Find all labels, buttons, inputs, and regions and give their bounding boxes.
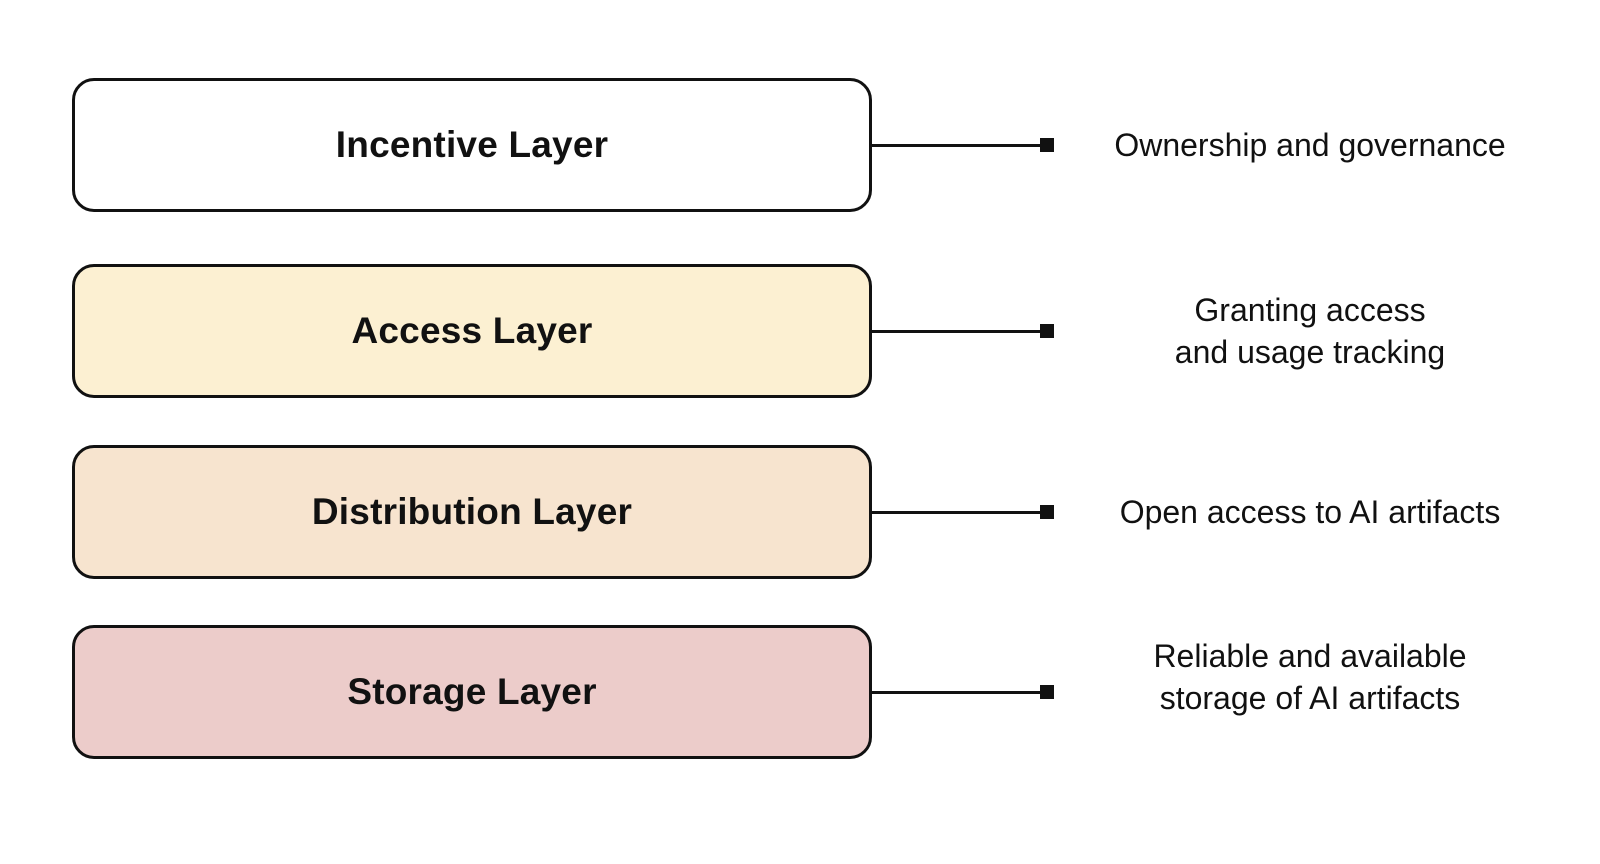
access-description-line-1: Granting access: [1194, 292, 1426, 328]
storage-layer-description: Reliable and available storage of AI art…: [1080, 635, 1540, 719]
incentive-layer-label: Incentive Layer: [335, 124, 609, 165]
access-description-line-2: and usage tracking: [1174, 334, 1446, 370]
incentive-connector-end: [1040, 138, 1054, 152]
incentive-description-line-1: Ownership and governance: [1114, 127, 1506, 163]
distribution-description-line-1: Open access to AI artifacts: [1119, 494, 1501, 530]
access-layer-box: Access Layer: [72, 264, 872, 398]
access-connector-end: [1040, 324, 1054, 338]
access-layer-label: Access Layer: [351, 310, 593, 351]
storage-connector-line: [872, 691, 1042, 694]
incentive-layer-description: Ownership and governance: [1080, 124, 1540, 166]
storage-layer-label: Storage Layer: [347, 671, 597, 712]
distribution-layer-label: Distribution Layer: [311, 491, 633, 532]
access-connector-line: [872, 330, 1042, 333]
distribution-connector-end: [1040, 505, 1054, 519]
distribution-layer-box: Distribution Layer: [72, 445, 872, 579]
storage-layer-box: Storage Layer: [72, 625, 872, 759]
incentive-connector-line: [872, 144, 1042, 147]
storage-connector-end: [1040, 685, 1054, 699]
incentive-layer-box: Incentive Layer: [72, 78, 872, 212]
storage-description-line-1: Reliable and available: [1153, 638, 1467, 674]
distribution-layer-description: Open access to AI artifacts: [1080, 491, 1540, 533]
storage-description-line-2: storage of AI artifacts: [1159, 680, 1461, 716]
access-layer-description: Granting access and usage tracking: [1080, 289, 1540, 373]
distribution-connector-line: [872, 511, 1042, 514]
